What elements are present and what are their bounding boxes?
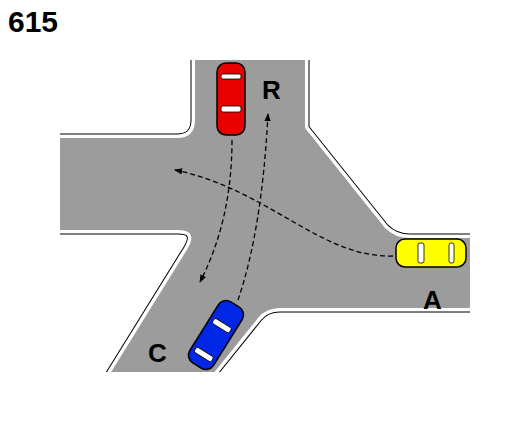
car-body [396,239,466,267]
car-window [194,347,214,363]
car-window [418,243,424,263]
car-window [221,74,241,79]
vehicle-label: C [148,340,167,366]
car-window [212,318,232,334]
question-number: 615 [8,7,58,37]
car-body [217,63,245,135]
vehicle-label: R [262,77,281,103]
blue-car [185,297,247,373]
yellow-car [396,239,466,267]
car-window [221,106,241,112]
car-window [449,243,454,263]
curb [60,60,470,372]
red-car-path [200,140,232,282]
blue-car-path [238,114,268,300]
road-group [60,60,470,372]
curb-outline [60,60,470,372]
road-surface [60,60,470,372]
red-car [217,63,245,135]
vehicle-label: A [423,287,442,313]
yellow-car-path [175,170,393,256]
car-body [185,297,247,373]
